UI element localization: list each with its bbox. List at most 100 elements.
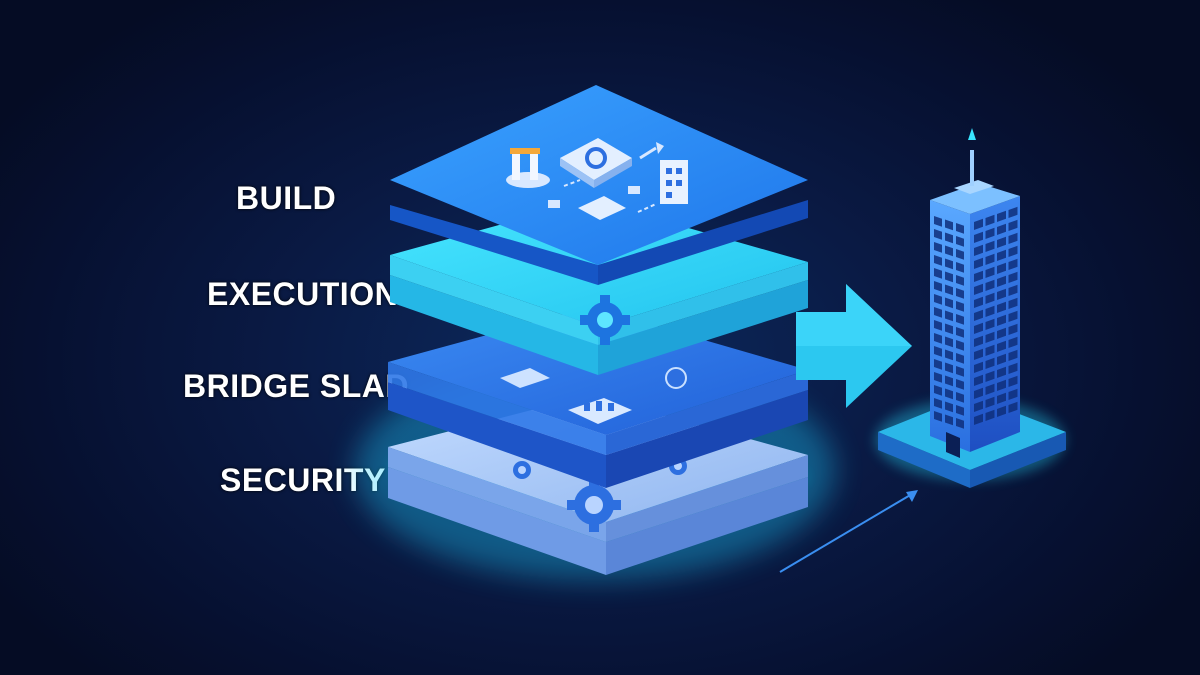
window — [956, 223, 964, 234]
window — [997, 327, 1006, 339]
window — [934, 242, 942, 253]
window — [985, 318, 995, 330]
window — [1008, 206, 1018, 218]
window — [974, 361, 983, 373]
window — [956, 288, 964, 299]
window — [985, 357, 995, 369]
window — [997, 340, 1006, 352]
chip-icon — [548, 179, 657, 220]
window — [985, 279, 995, 291]
chip-icon — [500, 368, 632, 424]
window — [945, 271, 953, 283]
window — [1008, 271, 1018, 283]
window — [956, 301, 964, 312]
window — [985, 240, 995, 252]
window — [985, 383, 995, 395]
window — [934, 359, 942, 370]
window — [997, 353, 1006, 365]
window — [1008, 388, 1018, 400]
window — [974, 400, 983, 412]
window — [974, 322, 983, 334]
window — [974, 413, 983, 425]
window — [945, 349, 953, 361]
window — [997, 288, 1006, 300]
window — [934, 320, 942, 331]
window — [1008, 401, 1018, 413]
window — [934, 411, 942, 422]
arrow-right-icon — [779, 490, 918, 573]
window — [1008, 310, 1018, 322]
window — [945, 232, 953, 244]
window — [956, 262, 964, 273]
window — [1008, 336, 1018, 348]
window — [956, 249, 964, 260]
window — [974, 387, 983, 399]
window — [934, 398, 942, 409]
window — [997, 405, 1006, 417]
window — [974, 374, 983, 386]
window — [985, 266, 995, 278]
window — [974, 309, 983, 321]
window — [1008, 258, 1018, 270]
window — [934, 216, 942, 227]
window — [945, 401, 953, 413]
window — [945, 388, 953, 400]
window — [974, 257, 983, 269]
window — [934, 333, 942, 344]
window — [1008, 323, 1018, 335]
window — [956, 392, 964, 403]
window — [997, 379, 1006, 391]
window — [997, 275, 1006, 287]
window — [934, 268, 942, 279]
window — [956, 353, 964, 364]
window — [945, 258, 953, 270]
window — [974, 283, 983, 295]
window — [997, 236, 1006, 248]
window — [956, 379, 964, 390]
window — [956, 314, 964, 325]
window — [956, 418, 964, 429]
window — [945, 310, 953, 322]
window — [1008, 297, 1018, 309]
window — [997, 366, 1006, 378]
window — [974, 218, 983, 230]
window — [985, 396, 995, 408]
window — [997, 210, 1006, 222]
skyscraper-icon — [875, 128, 1066, 488]
window — [985, 344, 995, 356]
window — [934, 346, 942, 357]
window — [985, 227, 995, 239]
window — [945, 245, 953, 257]
window — [997, 314, 1006, 326]
window — [974, 348, 983, 360]
layer-execution — [390, 200, 808, 375]
layer-label-execution: EXECUTION — [207, 276, 399, 312]
window — [985, 370, 995, 382]
window — [997, 392, 1006, 404]
window — [934, 281, 942, 292]
window — [997, 301, 1006, 313]
window — [985, 253, 995, 265]
gear-icon — [513, 461, 531, 479]
window — [1008, 362, 1018, 374]
window — [934, 294, 942, 305]
window — [956, 405, 964, 416]
layer-build — [390, 85, 808, 285]
window — [945, 336, 953, 348]
window — [1008, 284, 1018, 296]
window — [997, 223, 1006, 235]
window — [974, 296, 983, 308]
window — [985, 305, 995, 317]
window — [934, 385, 942, 396]
window — [956, 236, 964, 247]
lab-device-icon — [506, 148, 550, 188]
window — [985, 292, 995, 304]
layer-label-build: BUILD — [236, 180, 337, 216]
window — [1008, 219, 1018, 231]
window — [956, 340, 964, 351]
window — [1008, 375, 1018, 387]
window — [945, 284, 953, 296]
arrow-right-icon — [796, 284, 912, 408]
window — [945, 219, 953, 231]
window — [997, 249, 1006, 261]
